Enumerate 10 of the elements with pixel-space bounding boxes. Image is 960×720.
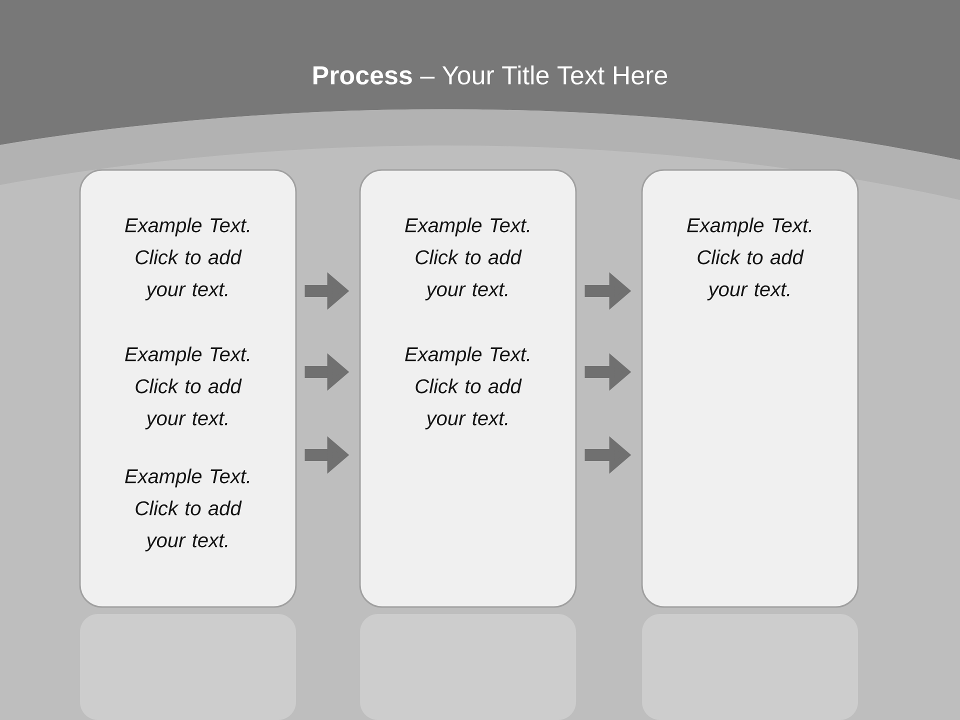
box-text: Example Text. Click to add your text. [405,346,530,430]
process-box [641,169,859,608]
box-text: Example Text. Click to add your text. [125,218,250,300]
title: Process – Your Title Text Here [314,65,668,85]
box-text: Example Text. Click to add your text. [687,218,812,300]
box-text: Example Text. Click to add your text. [125,346,250,430]
process-box [359,169,577,608]
process-box [79,169,297,608]
box-text: Example Text. Click to add your text. [125,468,250,552]
box-text: Example Text. Click to add your text. [405,218,530,300]
